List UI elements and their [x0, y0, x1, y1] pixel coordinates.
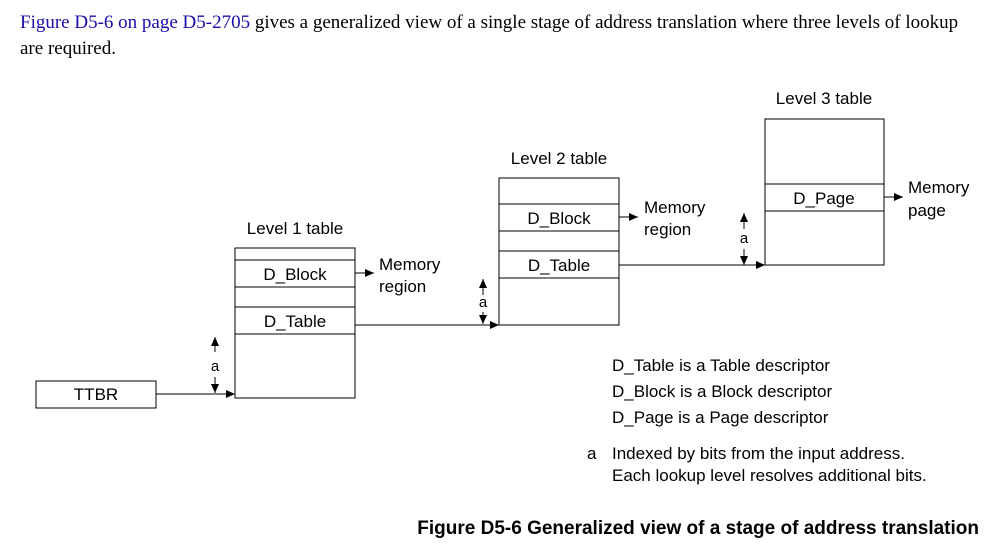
index-marker-l3: a: [740, 213, 749, 265]
ttbr-label: TTBR: [74, 385, 118, 404]
level1-table: [234, 247, 356, 399]
index-marker-l2: a: [479, 279, 488, 324]
level1-block-target-line2: region: [379, 277, 426, 296]
footnote-marker: a: [587, 444, 597, 463]
level3-page-target-line2: page: [908, 201, 946, 220]
ttbr-box: [35, 380, 157, 409]
footnote-line2: Each lookup level resolves additional bi…: [612, 466, 927, 485]
level2-title: Level 2 table: [511, 149, 607, 168]
legend-block: D_Block is a Block descriptor: [612, 382, 832, 401]
intro-paragraph: Figure D5-6 on page D5-2705 gives a gene…: [20, 10, 980, 62]
level2-block-entry: D_Block: [527, 209, 591, 228]
legend-table: D_Table is a Table descriptor: [612, 356, 830, 375]
level3-page-target-line1: Memory: [908, 178, 970, 197]
svg-text:a: a: [740, 230, 749, 247]
level3-table: [764, 118, 885, 266]
figure-reference-link[interactable]: Figure D5-6 on page D5-2705: [20, 12, 251, 33]
svg-text:a: a: [479, 294, 488, 311]
legend-page: D_Page is a Page descriptor: [612, 408, 829, 427]
level1-table-entry: D_Table: [264, 312, 326, 331]
level2-block-target-line1: Memory: [644, 198, 706, 217]
level2-block-target-line2: region: [644, 220, 691, 239]
level2-table-entry: D_Table: [528, 256, 590, 275]
index-marker-l1: a: [211, 337, 220, 393]
level3-title: Level 3 table: [776, 89, 872, 108]
figure-caption: Figure D5-6 Generalized view of a stage …: [417, 518, 979, 539]
svg-text:a: a: [211, 358, 220, 375]
level3-page-entry: D_Page: [793, 189, 854, 208]
footnote-line1: Indexed by bits from the input address.: [612, 444, 905, 463]
level1-block-entry: D_Block: [263, 265, 327, 284]
level1-block-target-line1: Memory: [379, 255, 441, 274]
intro-text: gives a generalized view of a single sta…: [20, 12, 959, 59]
level1-title: Level 1 table: [247, 219, 343, 238]
